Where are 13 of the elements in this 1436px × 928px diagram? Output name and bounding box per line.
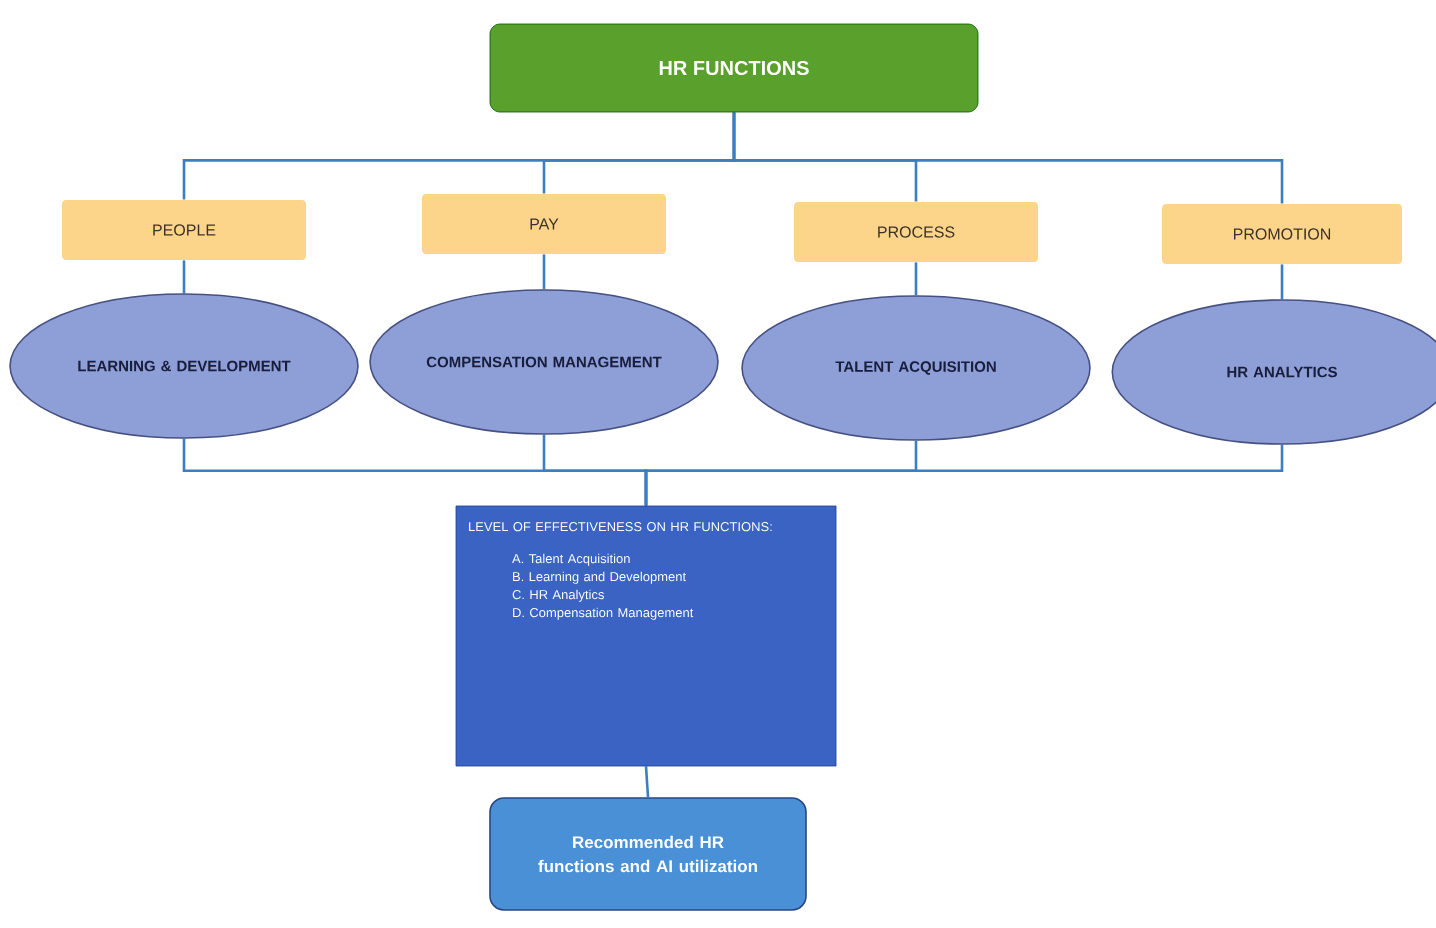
- connector-line: [542, 254, 546, 290]
- title-box: HR FUNCTIONS: [489, 23, 979, 113]
- connector-line: [914, 262, 918, 296]
- result-box: Recommended HR functions and AI utilization: [489, 797, 807, 911]
- connector-line: [644, 766, 650, 798]
- category-label: PROCESS: [794, 202, 1038, 262]
- connector-line: [732, 112, 1284, 204]
- category-label: PEOPLE: [62, 200, 306, 260]
- category-label: PAY: [422, 194, 666, 254]
- connector-line: [182, 260, 186, 294]
- connector-line: [1280, 264, 1284, 300]
- category-label: PROMOTION: [1162, 204, 1402, 264]
- connector-line: [644, 444, 1284, 506]
